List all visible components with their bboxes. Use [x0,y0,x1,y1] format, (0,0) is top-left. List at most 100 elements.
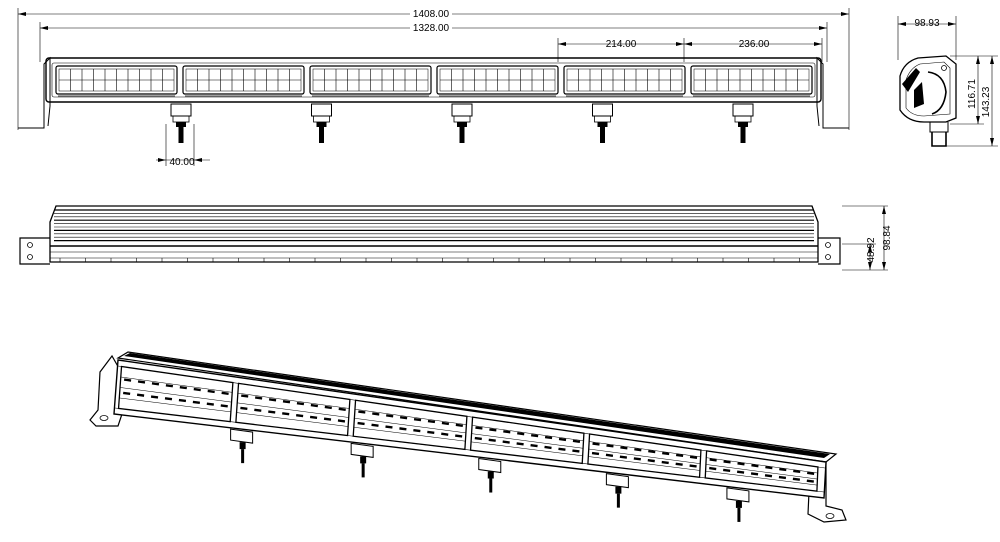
iso-led-lens [413,417,422,422]
iso-led-lens [240,406,248,411]
iso-led-lens [179,385,187,390]
iso-led-lens [531,433,539,438]
iso-led-lens [606,444,614,448]
side-profile [899,55,957,147]
iso-led-lens [737,462,745,466]
iso-led-lens [779,467,787,472]
iso-led-lens [151,382,160,386]
mounting-stud [311,103,332,143]
dim-label-depth: 98.93 [914,18,939,29]
iso-led-lens [372,412,380,416]
iso-led-lens [296,401,305,406]
lens-ticks [59,258,800,262]
iso-led-lens [165,384,174,388]
iso-led-lens [123,378,132,382]
iso-led-lens [241,394,249,398]
iso-led-lens [309,415,318,420]
iso-led-lens [544,435,553,440]
dimension-top-depth: 48.92 98.84 [842,205,893,271]
iso-led-lens [178,398,187,403]
dim-label-overall-length: 1408.00 [413,9,450,20]
iso-led-lens [338,407,346,411]
iso-led-lens [530,444,538,448]
iso-led-lens [792,477,801,481]
iso-led-lens [591,451,600,456]
iso-front-face [113,359,827,499]
iso-led-module [587,433,702,478]
iso-led-lens [386,414,394,418]
top-right-bracket [818,237,841,265]
iso-led-lens [723,460,731,464]
dim-label-mount-span: 1328.00 [413,23,450,34]
mounting-stud [732,103,754,143]
iso-led-lens [136,393,145,397]
iso-led-lens [634,448,642,452]
iso-led-lens [337,419,346,423]
dim-label-total-depth: 98.84 [882,225,893,250]
heatsink-fins [54,209,814,242]
iso-led-lens [399,416,408,420]
bar-body [45,57,822,103]
iso-led-lens [689,464,697,468]
iso-led-lens [427,419,436,424]
iso-led-lens [751,464,759,468]
iso-led-lens [475,426,483,430]
iso-led-lens [764,474,773,478]
iso-led-lens [137,380,146,384]
iso-led-lens [765,465,773,470]
iso-led-lens [254,408,262,412]
iso-led-lens [206,402,214,406]
iso-led-lens [558,447,566,451]
iso-led-lens [620,446,628,450]
dimension-overall-length: 1408.00 [17,7,850,130]
iso-led-lens [723,468,731,472]
iso-led-lens [675,462,683,466]
iso-mounting-stud [726,487,750,522]
iso-led-lens [207,389,215,394]
iso-led-lens [413,428,421,433]
left-end-bracket [18,56,51,129]
dim-label-height-total: 143.23 [981,86,992,117]
iso-led-module [469,416,585,465]
top-view: 48.92 98.84 [19,205,893,271]
iso-led-lens [750,472,759,476]
dim-label-height-inner: 116.71 [967,79,978,109]
led-module [309,65,432,97]
iso-led-lens [455,434,463,438]
iso-led-module [235,382,351,437]
iso-led-lens [544,445,552,450]
dimension-heights: 116.71 143.23 [940,55,998,147]
iso-led-lens [619,455,628,459]
mounting-stud [451,103,473,143]
iso-led-lens [633,457,641,461]
iso-led-lens [220,404,228,408]
iso-led-lens [385,425,393,429]
led-module [182,65,305,97]
iso-mounting-stud [605,473,629,508]
iso-led-module [704,450,819,492]
iso-led-lens [516,442,524,446]
iso-led-lens [358,410,366,414]
iso-led-lens [427,430,435,435]
iso-led-lens [793,469,801,474]
led-modules [55,65,813,97]
iso-led-lens [517,432,525,436]
iso-led-lens [675,453,684,458]
iso-led-module [352,399,468,451]
iso-led-lens [441,421,450,426]
iso-led-lens [371,423,379,427]
iso-mounting-stud [230,428,254,464]
led-module [55,65,178,97]
iso-led-lens [268,410,276,414]
iso-led-lens [399,427,407,431]
iso-led-lens [689,455,698,459]
iso-led-lens [164,397,173,401]
mounting-stud [592,103,613,143]
iso-led-lens [806,479,814,483]
top-left-bracket [19,237,50,265]
iso-mounting-studs [230,428,750,522]
iso-led-lens [282,400,291,404]
iso-led-lens [323,417,332,421]
iso-led-lens [647,459,655,463]
